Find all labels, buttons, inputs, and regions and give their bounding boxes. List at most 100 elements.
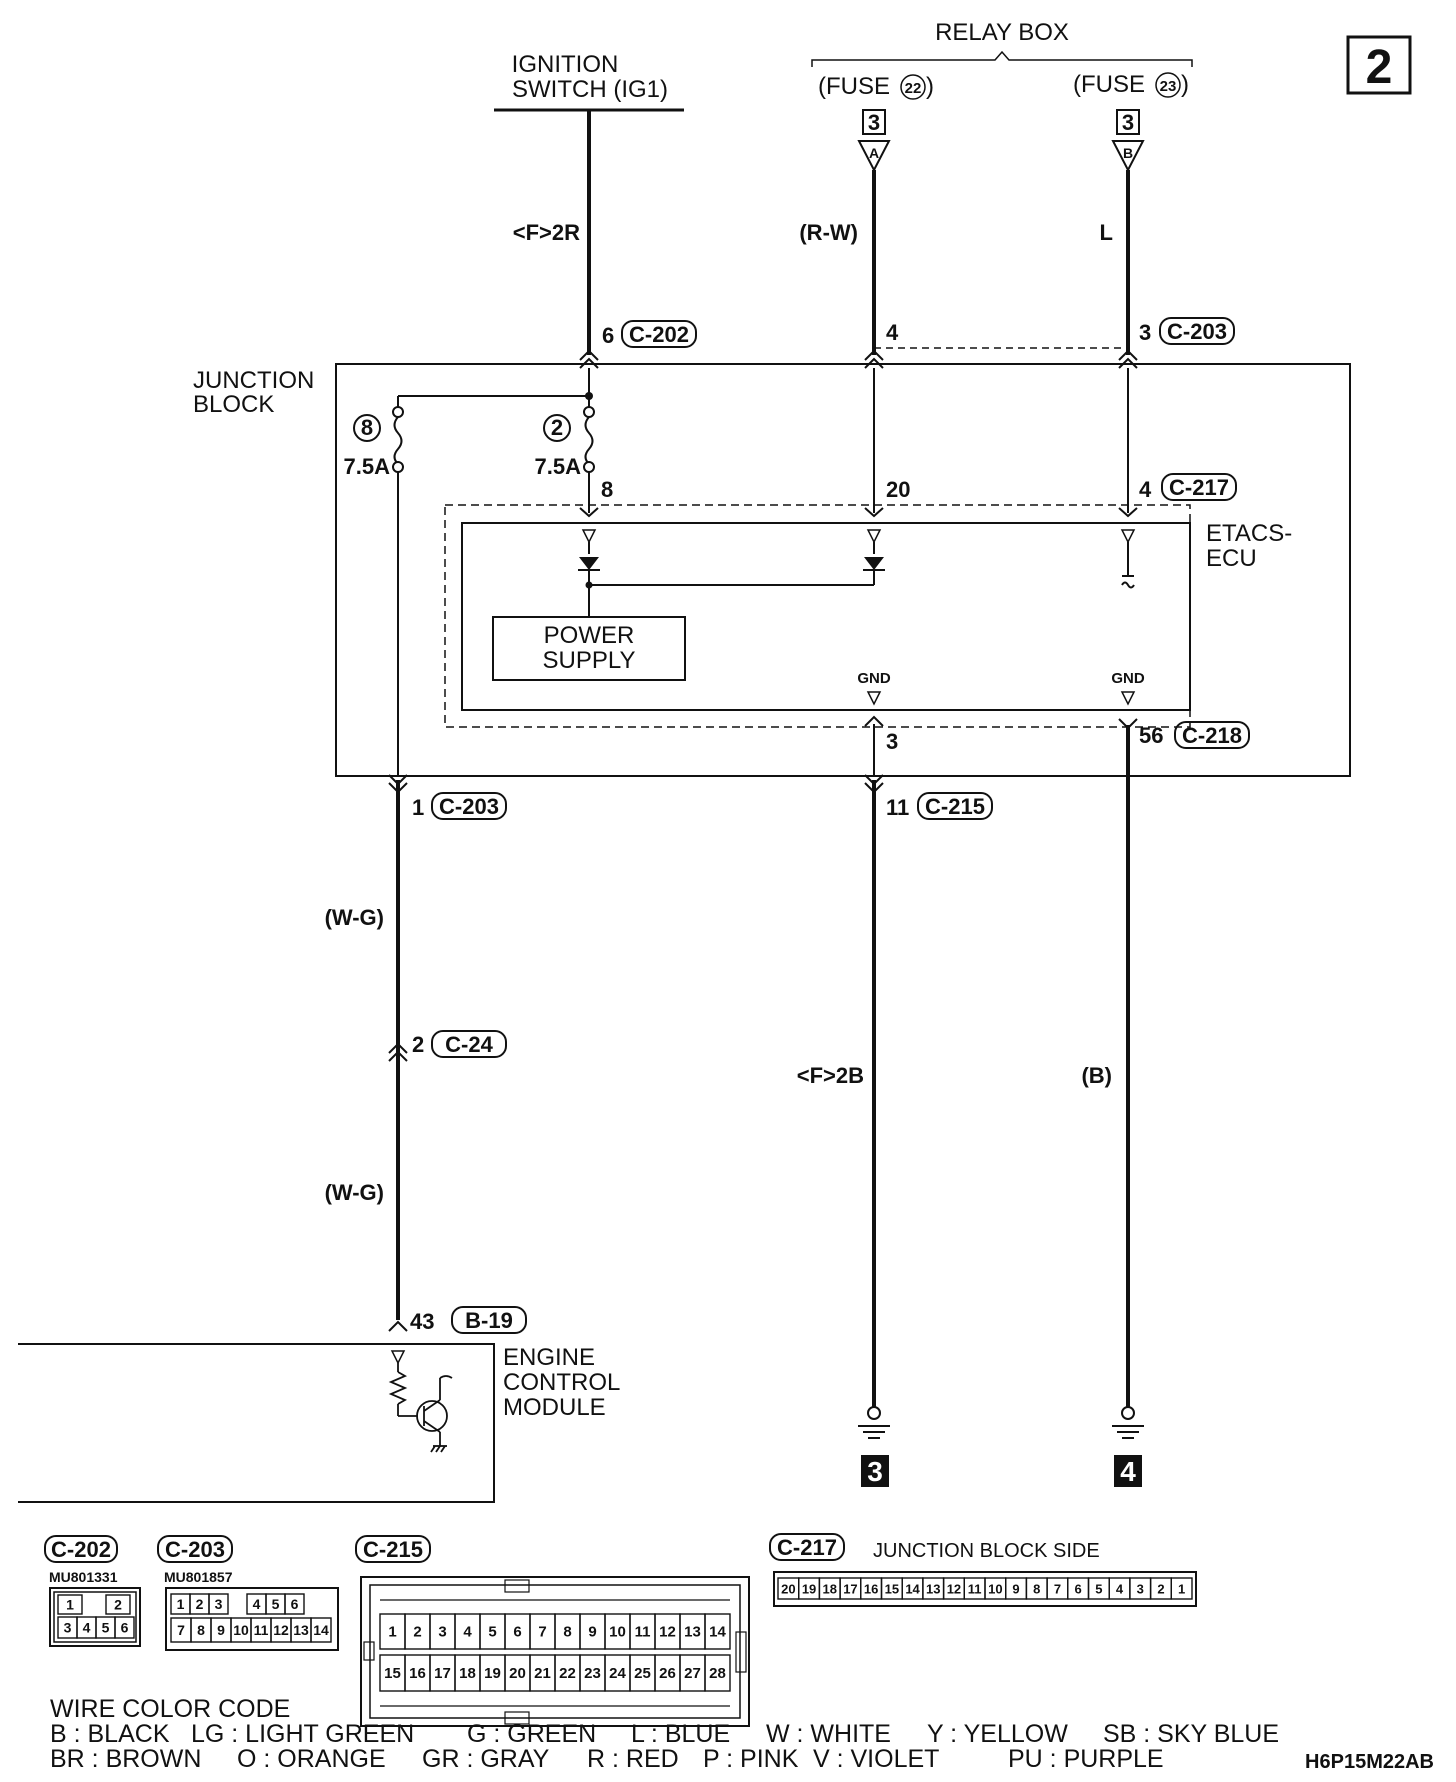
c215-cell-21: 21	[534, 1665, 551, 1682]
c203-cell-5: 5	[272, 1596, 280, 1612]
c215-cell-20: 20	[509, 1665, 526, 1682]
c215-cell-2: 2	[413, 1624, 421, 1641]
ignition-switch: IGNITION SWITCH (IG1)	[494, 51, 684, 112]
etacs-ecu-line2: ECU	[1206, 545, 1257, 572]
pin-fuse2-out-8: 8	[601, 477, 613, 502]
wire-color-entry: PU : PURPLE	[1008, 1745, 1164, 1773]
c217-cell-3: 3	[1137, 1582, 1144, 1597]
junction-block-frame	[335, 363, 1351, 777]
c217-cell-6: 6	[1075, 1582, 1082, 1597]
pin-c217-4: 4	[1139, 477, 1152, 502]
c202-part-number: MU801331	[49, 1569, 118, 1585]
c203-part-number: MU801857	[164, 1569, 233, 1585]
c202-cell-box	[57, 1594, 83, 1615]
c215-cell-13: 13	[684, 1624, 701, 1641]
ground-3-symbol: 3	[858, 1406, 890, 1487]
tag-c203-label: C-203	[1167, 319, 1227, 344]
relay-box-header: RELAY BOX (FUSE 22 ) (FUSE 23 ) 3 A 3 B	[811, 19, 1193, 173]
wire-color-code-title: WIRE COLOR CODE	[50, 1695, 290, 1723]
c203-cell-3: 3	[215, 1596, 223, 1612]
ecm-line3: MODULE	[503, 1394, 606, 1421]
fuse-a-ref: 3	[868, 110, 880, 135]
wire-color-entry: SB : SKY BLUE	[1103, 1720, 1279, 1748]
c217-cell-box	[1170, 1577, 1193, 1600]
c215-cell-5: 5	[488, 1624, 496, 1641]
c202-cell-4: 4	[83, 1620, 91, 1636]
c215-cell-23: 23	[584, 1665, 601, 1682]
tag-c218	[1174, 721, 1250, 749]
c215-cell-16: 16	[409, 1665, 426, 1682]
c203-cell-11: 11	[254, 1622, 269, 1638]
c203-cell-1: 1	[177, 1596, 185, 1612]
wire-color-entry: W : WHITE	[766, 1720, 891, 1748]
c215-cell-22: 22	[559, 1665, 576, 1682]
c217-cell-8: 8	[1033, 1582, 1040, 1597]
c202-face-name: C-202	[51, 1537, 111, 1562]
c203-cell-box	[310, 1617, 332, 1643]
tag-c215-label: C-215	[925, 794, 985, 819]
fuse-22-label: (FUSE	[818, 73, 890, 100]
c217-cell-14: 14	[905, 1582, 920, 1597]
gnd-left-label: GND	[857, 670, 891, 687]
c203-cell-4: 4	[253, 1596, 261, 1612]
wire-color-entry: V : VIOLET	[813, 1745, 939, 1773]
c215-cell-11: 11	[635, 1624, 651, 1641]
c217-cell-7: 7	[1054, 1582, 1061, 1597]
pin-c24-2: 2	[412, 1032, 424, 1057]
c215-cell-4: 4	[463, 1624, 472, 1641]
fuse-8-number: 8	[361, 415, 373, 440]
c203-cell-8: 8	[197, 1622, 205, 1638]
wire-color-entry: GR : GRAY	[422, 1745, 550, 1773]
c217-cell-13: 13	[926, 1582, 940, 1597]
c217-cell-18: 18	[823, 1582, 837, 1597]
pin-gnd-3: 3	[886, 729, 898, 754]
ecm-line2: CONTROL	[503, 1369, 620, 1396]
pin-top-4: 4	[886, 320, 899, 345]
c215-cell-8: 8	[563, 1624, 571, 1641]
c202-cell-2: 2	[114, 1597, 122, 1613]
c215-cell-1: 1	[388, 1624, 396, 1641]
c202-cell-1: 1	[66, 1597, 74, 1613]
c217-cell-20: 20	[781, 1582, 795, 1597]
pin-c202-6: 6	[602, 323, 614, 348]
c203-cell-9: 9	[217, 1622, 225, 1638]
junction-block: JUNCTION BLOCK 8 7.5A	[193, 349, 1351, 794]
c217-cell-9: 9	[1012, 1582, 1019, 1597]
c215-cell-7: 7	[538, 1624, 546, 1641]
c217-cell-19: 19	[802, 1582, 816, 1597]
tag-c202-label: C-202	[629, 322, 689, 347]
c203-cell-12: 12	[273, 1622, 289, 1638]
ig1-wire-color: <F>2R	[513, 220, 580, 245]
ecm-upper-wire-color: (W-G)	[325, 905, 384, 930]
relay-box-brace	[811, 50, 1193, 67]
top-pins: 6 C-202 4 3 C-203	[602, 317, 1235, 349]
etacs-ecu-line1: ETACS-	[1206, 520, 1292, 547]
tag-c215	[917, 792, 993, 820]
ecm-line1: ENGINE	[503, 1344, 595, 1371]
wires	[396, 110, 1130, 1408]
c215-cell-17: 17	[434, 1665, 451, 1682]
c215-cell-3: 3	[438, 1624, 446, 1641]
tag-c217	[1161, 473, 1237, 501]
c217-cell-16: 16	[864, 1582, 878, 1597]
c215-cell-24: 24	[609, 1665, 626, 1682]
page-number: 2	[1366, 41, 1393, 94]
fuse-2: 2 7.5A	[535, 406, 595, 479]
c203-face-name: C-203	[165, 1537, 225, 1562]
tag-c217-label: C-217	[1169, 475, 1229, 500]
tag-b19	[451, 1306, 527, 1334]
fuse-23-number: 23	[1160, 78, 1177, 95]
fuse-22-circle	[900, 74, 926, 100]
wire-color-entry: O : ORANGE	[237, 1745, 386, 1773]
fuse-b-ref: 3	[1122, 110, 1134, 135]
fuse-22-number: 22	[905, 80, 922, 97]
pin-mid-20: 20	[886, 477, 910, 502]
fuse-a-wire-color: (R-W)	[799, 220, 858, 245]
tag-c203-lower-label: C-203	[439, 794, 499, 819]
